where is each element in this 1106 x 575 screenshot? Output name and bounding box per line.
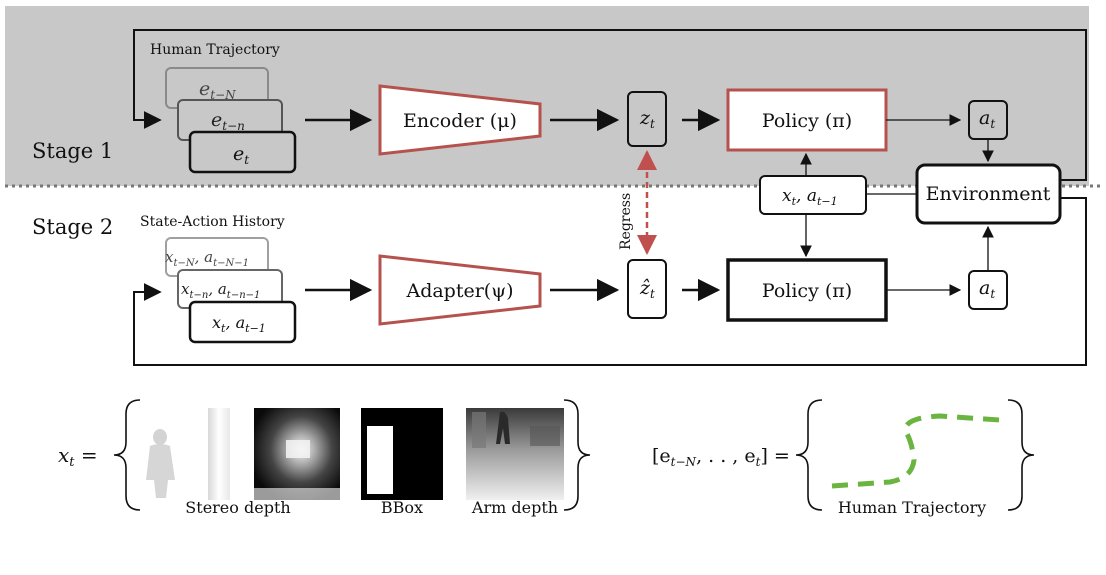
stage2-history-stack: xt−N, at−N−1 xt−n, at−n−1 xt, at−1 — [165, 237, 297, 344]
stereo-depth-image-wall — [208, 408, 230, 500]
svg-text:et−N: et−N — [199, 78, 236, 102]
stage2-label: Stage 2 — [32, 215, 113, 239]
latent-zhat-label: ẑt — [639, 277, 655, 301]
svg-text:xt−n, at−n−1: xt−n, at−n−1 — [181, 280, 260, 301]
latent-z-label: zt — [639, 107, 655, 131]
latent-z-box — [627, 91, 667, 147]
stereo-depth-image-human — [140, 408, 185, 500]
svg-text:et−n: et−n — [211, 109, 245, 133]
stack-box-x-t — [188, 300, 297, 344]
state-action-box — [759, 175, 867, 215]
policy-stage1-label: Policy (π) — [762, 110, 852, 132]
svg-text:et: et — [233, 143, 249, 167]
arm-depth-image — [466, 408, 564, 500]
state-action-label: xt, at−1 — [782, 186, 838, 208]
stage2-feedback-loop — [133, 197, 1087, 366]
stack-box-e-t — [188, 130, 297, 174]
stage1-history-stack: et−N et−n et — [165, 67, 297, 174]
traj-right-brace — [1007, 399, 1035, 511]
stage2-group-title: State-Action History — [140, 214, 285, 230]
action-stage1-label: at — [979, 107, 995, 131]
svg-text:xt, at−1: xt, at−1 — [212, 313, 266, 335]
policy-stage2-label: Policy (π) — [762, 280, 852, 302]
stage1-feedback-loop — [133, 29, 1087, 181]
stage1-label: Stage 1 — [32, 139, 113, 163]
encoder-block — [378, 84, 542, 156]
environment-label: Environment — [926, 183, 1051, 205]
human-trajectory-path — [831, 413, 1001, 489]
bbox-image — [361, 408, 443, 500]
traj-left-brace — [795, 399, 823, 511]
stage1-group-title: Human Trajectory — [150, 42, 280, 58]
stereo-depth-image-room — [254, 408, 340, 500]
adapter-label: Adapter(ψ) — [405, 280, 513, 302]
regress-label: Regress — [618, 193, 634, 250]
obs-right-brace — [563, 399, 591, 511]
svg-text:xt−N, at−N−1: xt−N, at−N−1 — [165, 248, 249, 269]
stereo-depth-caption: Stereo depth — [185, 498, 290, 517]
arm-depth-caption: Arm depth — [471, 498, 558, 517]
latent-zhat-box — [627, 259, 667, 319]
adapter-block — [378, 254, 542, 326]
trajectory-equals-label: [et−N, . . , et] = — [652, 445, 790, 469]
policy-stage2-box — [726, 258, 888, 322]
trajectory-caption: Human Trajectory — [838, 498, 986, 517]
policy-stage1-box — [726, 88, 888, 152]
obs-left-brace — [113, 399, 141, 511]
xt-equals-label: xt = — [58, 443, 98, 470]
encoder-label: Encoder (μ) — [403, 110, 517, 132]
action-stage2-label: at — [979, 277, 995, 301]
bbox-caption: BBox — [381, 498, 423, 517]
